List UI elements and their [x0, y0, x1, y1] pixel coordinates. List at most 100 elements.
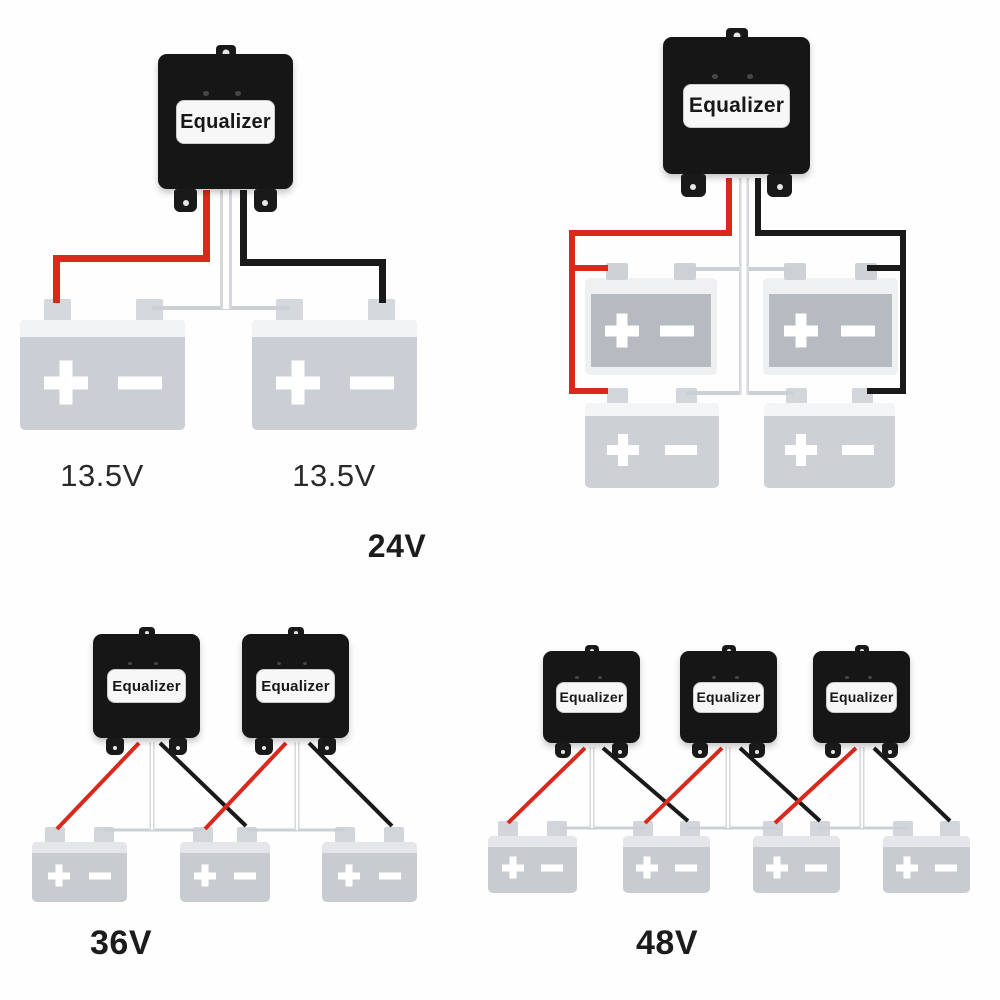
negative-wire — [307, 741, 394, 828]
minus-icon — [804, 864, 827, 872]
positive-wire — [569, 178, 732, 394]
equalizer-unit: Equalizer — [93, 627, 200, 755]
battery-positive-terminal — [44, 299, 71, 321]
equalizer-unit: Equalizer — [543, 645, 640, 758]
plus-icon — [636, 864, 659, 872]
plus-icon — [606, 444, 639, 455]
equalizer-label: Equalizer — [256, 669, 335, 704]
equalizer-label: Equalizer — [682, 83, 791, 129]
battery-negative-terminal — [136, 299, 163, 321]
battery — [32, 827, 127, 902]
battery — [585, 388, 719, 488]
mounting-hole-icon — [859, 648, 864, 653]
mounting-ear — [748, 742, 766, 758]
led-indicator-icon — [746, 74, 753, 80]
equalizer-body: Equalizer — [663, 37, 810, 175]
mounting-hole-icon — [755, 749, 760, 754]
minus-icon — [541, 864, 564, 872]
mounting-hole-icon — [325, 745, 330, 750]
mounting-hole-icon — [176, 745, 181, 750]
plus-icon — [501, 864, 524, 872]
battery-panel — [769, 294, 892, 367]
mounting-hole-icon — [697, 749, 702, 754]
negative-wire — [158, 741, 248, 828]
mounting-hole-icon — [690, 184, 697, 191]
battery-panel — [591, 294, 711, 367]
mounting-ear — [105, 737, 125, 755]
plus-icon — [194, 872, 217, 880]
mounting-ear — [253, 189, 277, 212]
mounting-ear — [174, 189, 198, 212]
equalizer-label: Equalizer — [107, 669, 186, 704]
positive-wire — [643, 746, 724, 825]
plus-icon — [783, 325, 818, 336]
positive-wire — [773, 746, 858, 825]
battery — [20, 299, 185, 430]
minus-icon — [379, 872, 402, 880]
minus-icon — [934, 864, 957, 872]
positive-wire — [53, 190, 210, 303]
equalizer-body: Equalizer — [813, 651, 910, 743]
bank-voltage-caption: 36V — [90, 924, 152, 962]
minus-icon — [665, 444, 698, 455]
mounting-hole-icon — [560, 749, 565, 754]
minus-icon — [660, 325, 695, 336]
positive-wire — [203, 741, 288, 831]
battery-top-band — [623, 836, 710, 847]
mounting-hole-icon — [589, 648, 594, 653]
equalizer-unit: Equalizer — [663, 28, 810, 197]
bank-voltage-caption: 48V — [636, 924, 698, 962]
battery-top-band — [322, 842, 417, 853]
bank-voltage-caption: 24V — [367, 528, 427, 564]
led-indicator-icon — [234, 90, 241, 96]
mounting-ear — [254, 737, 274, 755]
battery-top-band — [180, 842, 270, 853]
led-indicator-icon — [128, 662, 133, 666]
minus-icon — [233, 872, 256, 880]
negative-wire — [872, 746, 952, 823]
plus-icon — [605, 325, 640, 336]
positive-wire — [506, 746, 587, 825]
equalizer-body: Equalizer — [93, 634, 200, 738]
led-indicator-icon — [277, 662, 282, 666]
negative-wire — [755, 178, 906, 394]
equalizer-label: Equalizer — [556, 682, 627, 713]
led-indicator-icon — [711, 74, 718, 80]
negative-wire — [601, 746, 690, 823]
mounting-hole-icon — [261, 745, 266, 750]
battery-top-band — [20, 320, 185, 337]
mounting-ear — [881, 742, 899, 758]
battery-top-band — [32, 842, 127, 853]
mounting-ear — [767, 174, 793, 197]
mounting-hole-icon — [112, 745, 117, 750]
battery-top-band — [883, 836, 970, 847]
negative-wire — [738, 746, 822, 823]
plus-icon — [276, 376, 321, 390]
mounting-tab — [584, 645, 600, 657]
minus-icon — [674, 864, 697, 872]
equalizer-unit: Equalizer — [242, 627, 349, 755]
minus-icon — [840, 325, 875, 336]
mounting-tab — [854, 645, 870, 657]
plus-icon — [44, 376, 89, 390]
mounting-hole-icon — [618, 749, 623, 754]
battery-top-band — [764, 403, 895, 416]
equalizer-label: Equalizer — [176, 100, 275, 145]
mounting-ear — [168, 737, 188, 755]
minus-icon — [89, 872, 112, 880]
battery-top-band — [252, 320, 417, 337]
battery-positive-terminal — [45, 827, 65, 843]
plus-icon — [337, 872, 360, 880]
mounting-hole-icon — [182, 199, 189, 206]
plus-icon — [766, 864, 789, 872]
battery — [585, 263, 717, 375]
equalizer-body: Equalizer — [543, 651, 640, 743]
battery-negative-terminal — [384, 827, 404, 843]
